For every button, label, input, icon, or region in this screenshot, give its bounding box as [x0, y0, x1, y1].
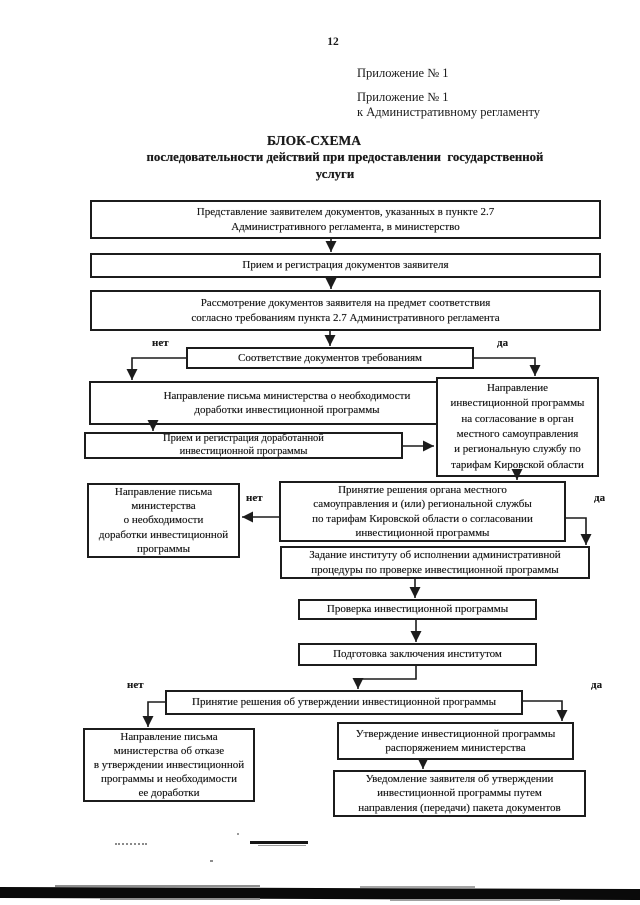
scan-artifact-line [250, 841, 308, 844]
flow-node-registration: Прием и регистрация документов заявителя [90, 253, 601, 278]
scan-artifact-speck [210, 860, 213, 862]
scan-artifact-dots [115, 843, 147, 845]
annex-line: Приложение № 1 [357, 90, 449, 104]
scan-artifact-bar-fringe [55, 885, 260, 887]
flow-node-rework-letter-2: Направление письма министерства о необхо… [87, 483, 240, 558]
doc-title-line: последовательности действий при предоста… [146, 150, 544, 164]
flow-node-refusal-letter: Направление письма министерства об отказ… [83, 728, 255, 802]
doc-title-line: услуги [315, 167, 355, 181]
flow-node-reworked-registration: Прием и регистрация доработанной инвести… [84, 432, 403, 459]
flow-node-send-for-approval: Направление инвестиционной программы на … [436, 377, 599, 477]
scan-artifact-bar-fringe [100, 898, 260, 900]
flow-decision-approval: Принятие решения об утверждении инвестиц… [165, 690, 523, 715]
flow-node-institute-task: Задание институту об исполнении админист… [280, 546, 590, 579]
scan-artifact-line-shadow [258, 845, 306, 846]
annex-line: Приложение № 1 [357, 66, 449, 80]
flow-node-notification: Уведомление заявителя об утверждении инв… [333, 770, 586, 817]
page-number: 12 [327, 36, 339, 48]
branch-label-yes-approval: да [591, 679, 603, 691]
branch-label-no-approval: нет [127, 679, 144, 691]
flow-node-rework-letter-1: Направление письма министерства о необхо… [89, 381, 485, 425]
branch-label-yes-local: да [594, 492, 606, 504]
branch-label-no-compliance: нет [152, 337, 169, 349]
flow-node-approval-order: Утверждение инвестиционной программы рас… [337, 722, 574, 760]
flow-node-review: Рассмотрение документов заявителя на пре… [90, 290, 601, 331]
branch-label-yes-compliance: да [497, 337, 509, 349]
scan-artifact-speck [237, 833, 239, 835]
doc-title-line: БЛОК-СХЕМА [266, 133, 362, 148]
scan-artifact-bar-fringe [390, 899, 560, 901]
flow-node-institute-conclusion: Подготовка заключения институтом [298, 643, 537, 666]
flow-node-program-check: Проверка инвестиционной программы [298, 599, 537, 620]
annex-line: к Административному регламенту [357, 105, 541, 119]
flow-node-submission: Представление заявителем документов, ука… [90, 200, 601, 239]
flow-decision-local-approval: Принятие решения органа местного самоупр… [279, 481, 566, 542]
flow-decision-compliance: Соответствие документов требованиям [186, 347, 474, 369]
branch-label-no-local: нет [246, 492, 263, 504]
scan-artifact-bar-fringe [360, 886, 475, 888]
